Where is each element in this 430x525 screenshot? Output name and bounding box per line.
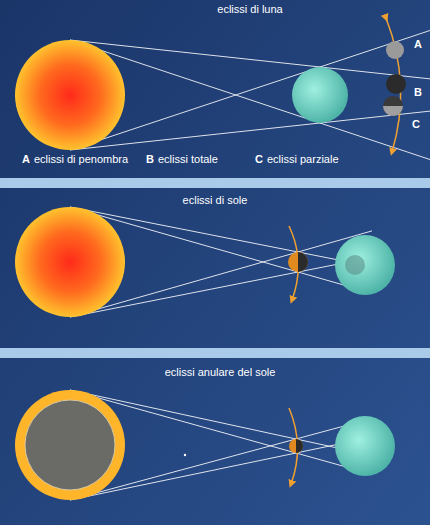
legend-text: eclissi parziale — [267, 153, 339, 166]
panel-title: eclissi anulare del sole — [165, 366, 276, 379]
legend-letter: A — [22, 153, 30, 166]
moon-letter: A — [414, 38, 422, 51]
legend-letter: C — [255, 153, 263, 166]
legend-text: eclissi di penombra — [34, 153, 128, 166]
panel-title: eclissi di luna — [217, 3, 282, 16]
light-ray — [70, 111, 430, 150]
moon-letter: B — [414, 86, 422, 99]
legend-letter: B — [146, 153, 154, 166]
moon-letter: C — [412, 118, 420, 131]
legend-text: eclissi totale — [158, 153, 218, 166]
panel-title: eclissi di sole — [183, 194, 248, 207]
light-ray — [70, 40, 430, 79]
